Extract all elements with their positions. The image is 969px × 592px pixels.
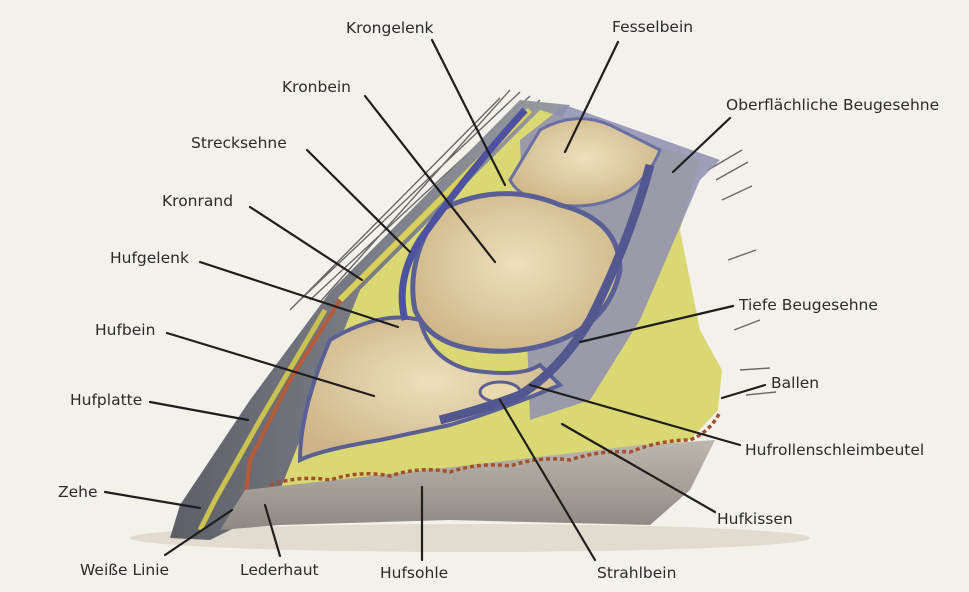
label-tiefe-beugesehne: Tiefe Beugesehne [738,296,878,314]
label-hufplatte: Hufplatte [70,391,142,409]
label-strecksehne: Strecksehne [191,134,287,152]
label-hufgelenk: Hufgelenk [110,249,189,267]
label-hufkissen: Hufkissen [717,510,793,528]
label-strahlbein: Strahlbein [597,564,676,582]
label-lederhaut: Lederhaut [240,561,319,579]
label-kronbein: Kronbein [282,78,351,96]
label-fesselbein: Fesselbein [612,18,693,36]
label-hufbein: Hufbein [95,321,155,339]
label-oberflaechliche-beugesehne: Oberflächliche Beugesehne [726,96,939,114]
label-kronrand: Kronrand [162,192,233,210]
label-ballen: Ballen [771,374,819,392]
label-weisse-linie: Weiße Linie [80,561,169,579]
label-krongelenk: Krongelenk [346,19,434,37]
label-hufsohle: Hufsohle [380,564,448,582]
label-hufrollenschleimbeutel: Hufrollenschleimbeutel [745,441,924,459]
label-zehe: Zehe [58,483,98,501]
